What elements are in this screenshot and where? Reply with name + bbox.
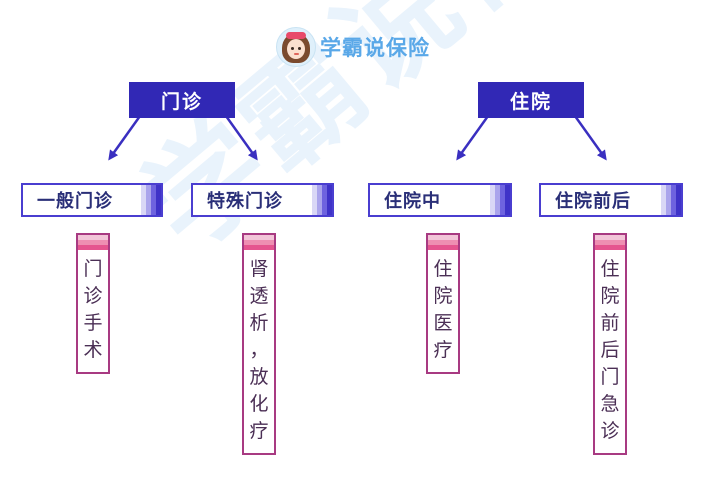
sub-during-hospitalization: 住院中 [368,183,512,217]
arrow-to-住院前后 [573,115,607,161]
brand-logo: 学霸说保险 [276,27,430,67]
stripe-decoration [244,235,274,250]
detail-text: 肾 透 析 ， 放 化 疗 [249,258,269,442]
sub-pre-post-hospitalization: 住院前后 [539,183,683,217]
stripe-decoration [595,235,625,250]
sub-label: 特殊门诊 [207,191,283,212]
category-inpatient: 住院 [478,82,584,118]
detail-special-outpatient: 肾 透 析 ， 放 化 疗 [242,233,276,455]
detail-pre-post-hospitalization: 住 院 前 后 门 急 诊 [593,233,627,455]
brand-name: 学霸说保险 [320,36,430,60]
stripe-decoration [141,185,161,215]
sub-general-outpatient: 一般门诊 [21,183,163,217]
detail-general-outpatient: 门 诊 手 术 [76,233,110,374]
stripe-decoration [78,235,108,250]
detail-text: 门 诊 手 术 [83,258,103,361]
arrow-to-一般门诊 [108,115,142,161]
detail-during-hospitalization: 住 院 医 疗 [426,233,460,374]
stripe-decoration [312,185,332,215]
arrow-to-住院中 [456,115,490,161]
sub-special-outpatient: 特殊门诊 [191,183,334,217]
stripe-decoration [428,235,458,250]
sub-label: 一般门诊 [37,191,113,212]
detail-text: 住 院 前 后 门 急 诊 [600,258,620,442]
girl-avatar-icon [276,27,316,67]
arrow-to-特殊门诊 [224,115,258,161]
sub-label: 住院中 [384,191,441,212]
detail-text: 住 院 医 疗 [433,258,453,361]
category-outpatient: 门诊 [129,82,235,118]
stripe-decoration [661,185,681,215]
stripe-decoration [490,185,510,215]
sub-label: 住院前后 [555,191,631,212]
